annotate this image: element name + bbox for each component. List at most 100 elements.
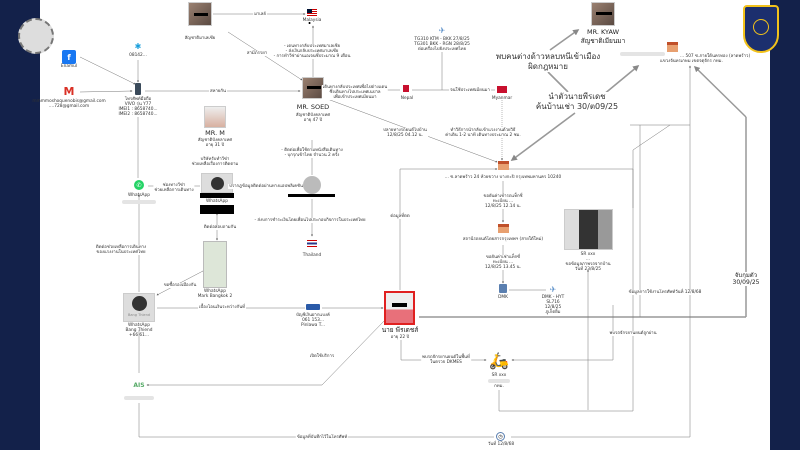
house-icon [667,42,678,52]
dmk-label: DMK [498,295,508,300]
edge-label-contact: ติดต่อสอบถามกัน [202,225,238,230]
redacted-text [620,52,665,56]
thai-person-note-2: - ส่งบการชำระเงินโดยเพื่อนไปประกอบกิจการ… [253,218,367,223]
woman-photo [188,2,212,26]
redaction-bar [288,194,335,197]
clock-icon: ◷ [496,432,505,441]
house-icon [498,224,509,233]
edge-label-myanmar: จนใช้ประเทศเมียนมา [449,88,491,93]
motorcycle-photo-caption: SR xxx...ขอข้อมูลภาพรถจากบ้านวันที่ 23/8… [565,252,611,272]
redacted-text [122,200,156,204]
redacted-text [124,396,154,400]
edge-label-malaysia: มาเลย์ [253,12,267,17]
seal-watermark [18,18,54,54]
taxi-record-1: ขอยันค่าเช่ารถแท็กซี่ทะเบียน ...12/8/25 … [482,194,524,209]
thailand-flag-icon [307,240,317,247]
edge-label-service: เปิดใช้บริการ [308,354,336,359]
facebook-icon: f [62,50,76,64]
myanmar-route-note: ทำวิธีการนำกลับเข้าแรงงานด้วยวิธีค่าเดิน… [444,128,522,138]
edge-label-transfer: เบื้องโอนเงินระหว่างกันที่ [198,305,246,310]
whatsapp-label: WhatsApp [206,199,228,204]
bus-station-label: สถานีรถยนต์โดยสารกรุงเทพฯ (สายใต้ใหม่) [462,237,544,242]
facebook-label: Enamul [60,64,78,69]
house-icon [498,161,509,170]
gmail-email-1: mmmmoshoquenobis@gmail.com [32,99,106,104]
left-border [0,0,40,450]
edge-label-motorbike-right: พบรถจักรยานยนต์ถูกผ่าน [608,331,658,336]
chat-screenshot [203,241,227,288]
kyaw-nationality: สัญชาติเมียนมา [580,37,626,45]
malaysia-flag-icon: . [307,9,317,28]
whatsapp-profile-photo [201,173,233,193]
suspect-age: อายุ 22 ปี [390,335,410,340]
edge-label-spouse: สามีภรรยา [245,51,269,56]
edge-label-app-contact: ปรากฎข้อมูลติดต่อผ่านทางแอปพลิเคชัน [228,184,304,189]
edge-label-motorbike: พบรถจักรยานยนต์ในพื้นที่ในตรวจ DKMES [421,355,471,365]
nepal-flag-icon [403,85,409,92]
gmail-email-2: ....728@gmail.com [48,104,90,109]
myanmar-label: Myanmar [491,96,513,101]
phone-records-label: ข้อมูลการใช้งานโทรศัพท์วันที่ 12/8/68 [627,290,703,295]
mr-m-name: MR. M [205,129,225,137]
airplane-icon: ✈ [438,25,446,35]
carrier-number: 08142... [129,53,147,58]
myanmar-flag-icon [497,86,507,93]
soed-details: สัญชาติบังคลาเทศอายุ 47 ปี [295,113,331,123]
whatsapp-left-label: WhatsApp [128,193,150,198]
suspect-photo [384,291,415,325]
mr-m-role: บริษัทรับทำวีซ่าช่วยเหลือเรื่องการติดตาม [190,157,240,167]
mr-m-photo [204,106,226,128]
edge-label-phone-data: ข้อมูลที่บันทึกไว้ในโทรศัพท์ [295,435,349,440]
motorcycle-photo [564,209,613,250]
house-top-address: ... 507 ซ.ภายใต้นครทอง (ลาดพร้าว)แขวงจัน… [660,54,751,64]
edge-label-chat: ขอซื้อรองเมืองกัน [162,283,198,288]
soed-travel-notes: เดินทางกลับประเทศเพื่อไปต่างแดนซึ่งเดินท… [321,85,389,100]
callout-illegal-immigrant: พบคนต่างด้าวหลบหนีเข้าเมืองผิดกฎหมาย [494,52,602,72]
gmail-icon: M [63,85,75,98]
telenor-icon: ✱ [134,41,142,51]
malaysia-label: Malaysia [302,18,322,23]
edge-label-friends: สหายกัน [209,89,227,94]
airport-icon [499,284,507,293]
redaction-bar [200,205,234,214]
right-border [770,0,800,450]
suspect-name: นาย พีรเดชส์ [381,326,419,334]
bottom-date: วันที่ 12/8/68 [487,442,515,447]
thailand-label: Thailand [302,253,322,258]
mr-m-details: สัญชาติบังคลาเทศอายุ 31 ปี [197,138,233,148]
airplane-icon: ✈ [549,284,557,294]
soed-name: MR. SOED [296,103,330,111]
central-house-address: ... ซ.ลาดพร้าว 24 ห้วยขวาง บางกะปิ กรุงเ… [444,175,562,180]
malaysia-notes: - เดนทางกลับประเทศมาเลเซีย- ส่งเงินกลับป… [272,44,352,59]
bank-icon [306,304,320,310]
motorbike-icon: 🛵 [489,350,509,370]
bank-account: บัญชีเงินฝากแบงค์061 153...Pinlawa T... [296,313,330,328]
thai-person-photo [303,176,321,194]
bang-thiend-photo: Bang Thiend [123,293,155,322]
thai-person-notes: - ติดต่อเพื่อใช้ตามหนังสือเดินทาง- บุกรุ… [280,148,344,158]
redaction-bar [200,193,234,198]
whatsapp-icon: ✆ [134,180,144,190]
soed-photo [302,77,324,99]
nepal-label: Nepal [400,96,414,101]
taxi-record-2: ขอยันค่าเช่าแท็กซี่ทะเบียน ...12/8/25 13… [484,255,522,270]
diagram-canvas [40,0,770,450]
kyaw-photo [591,2,615,26]
ais-logo: AIS [133,381,145,389]
edge-label-suspect-up: ต่อมูลที่ตต [389,214,411,219]
edge-label-visa: ช่องทางวีซ่าช่วยเหลือการเดินทาง [153,183,195,193]
kyaw-name: MR. KYAW [586,28,620,36]
whatsapp-left-note: ติดต่อช่วยเหลือการเดินทางของแรงงานในประเ… [94,245,148,255]
mobile-phone-icon [135,83,141,95]
woman-label: สัญชาติมาเลเซีย [184,36,216,41]
callout-house-search: นำตัวนายพีรเดชค้นบ้านเช่า 30/ต09/25 [534,92,620,112]
